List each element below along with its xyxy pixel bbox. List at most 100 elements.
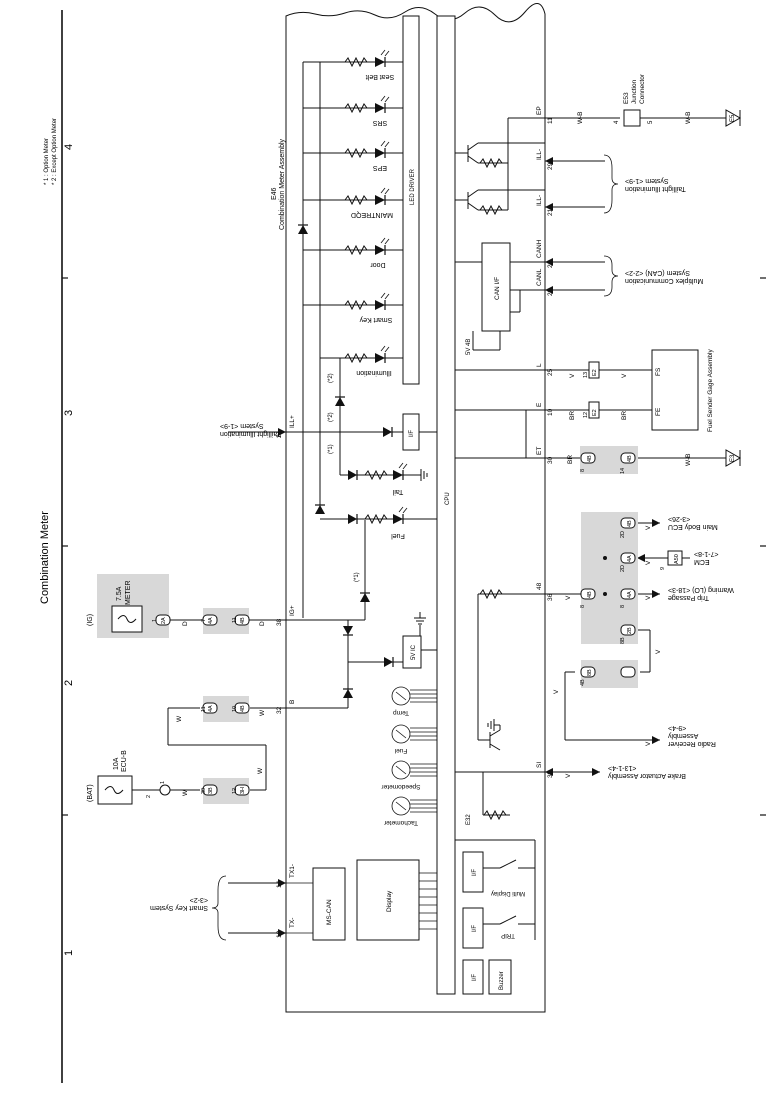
led-label-smart-key: Smart Key (359, 316, 392, 323)
led-driver-label: LED DRIVER (410, 168, 416, 205)
right-pin-labels: EP 11 ILL- 29 ILL- 21 CANH 2 CANL 23 L 2… (536, 106, 554, 778)
ground-points: E5 E3 (725, 109, 742, 467)
radio-conn-a: 4B (580, 679, 586, 686)
led-labels: Seat Belt SRS EPS MAINTREQD Door Smart K… (328, 73, 405, 582)
smart-key-system-ref: <3-2> (190, 896, 208, 903)
can-if-block: CAN I/F (481, 242, 511, 332)
left-wire-colors: D D W W W W (176, 621, 266, 796)
ecm-conn-b: 4A (627, 555, 633, 562)
led-label-srs: SRS (372, 119, 387, 126)
fuel-conn-pin-12: 12 (583, 412, 589, 418)
zone-number-2: 2 (63, 680, 75, 686)
display-block: Display (356, 859, 420, 941)
et-conn-2a: 14 (620, 468, 626, 474)
pin-canh: CANH (536, 239, 543, 258)
led-label-fuel: Fuel (391, 532, 405, 539)
pin-48-num: 36 (547, 593, 554, 601)
meter-fuse-rating: 7.5A (116, 586, 123, 601)
wire-v-fuel-2: V (621, 373, 628, 378)
pin-48: 48 (536, 582, 543, 590)
display-label: Display (386, 890, 393, 912)
right-system-labels: Taillight Illumination System <1-9> Mult… (625, 177, 703, 284)
b-conn1-a: 11 (201, 706, 207, 712)
meter-fuse-name: METER (125, 581, 132, 606)
combination-meter-assembly: E46 Combination Meter Assembly (271, 3, 546, 1013)
section-title: Combination Meter (39, 511, 51, 604)
gauge-label-fuel: Fuel (394, 747, 407, 754)
left-connector-labels: 1 2A 7 4A 11 4B 11 4A 10 4B 1 2 30 3B 12… (146, 617, 246, 798)
option-marker-2a: (*2) (328, 373, 334, 383)
note-except-option: * 2 : Except Option Meter (52, 118, 58, 185)
ecm-pin: 9 (660, 567, 666, 570)
ecu-fuse-rating: 10A (113, 757, 120, 770)
bat-fuse-conn-a: 1 (160, 781, 166, 784)
wire-v-si: V (565, 773, 572, 778)
ms-can-label: MS-CAN (326, 899, 333, 925)
pin-ep: EP (536, 106, 543, 115)
wire-v-mb: V (645, 525, 652, 530)
internal-if-blocks: I/F I/F I/F Buzzer (462, 851, 512, 995)
et-connectors: 8 4B 14 4B BR W-B (567, 446, 692, 474)
junction-name-a: Junction (631, 79, 638, 104)
fuel-sender-fs: FS (655, 367, 662, 376)
wire-v-radio-end: V (645, 741, 652, 746)
left-system-labels: Taillight Illumination System <1-9> Smar… (150, 422, 281, 941)
et-conn-1a: 8 (580, 469, 586, 472)
fuel-sender-gage: FS FE Fuel Sender Gage Assembly E2 E2 13… (569, 349, 714, 432)
wire-color-w1: W (176, 715, 183, 722)
radio-receiver-label-b: Assembly (668, 732, 699, 739)
junction-pin-5: 5 (648, 120, 654, 124)
wire-color-d1: D (182, 621, 189, 626)
wire-v-48: V (565, 595, 572, 600)
ecm-label: ECM (694, 558, 710, 565)
ig-conn2-a: 11 (232, 617, 238, 623)
wire-v-radio: V (553, 689, 560, 694)
bat-conn1-a: 30 (201, 788, 207, 794)
radio-conn-b: 8B (587, 669, 593, 676)
et-conn-2b: 4B (627, 455, 633, 462)
trip-if-label: I/F (472, 925, 478, 932)
five-v-ic-label: 5V IC (411, 644, 417, 660)
pin-et-num: 30 (547, 456, 554, 464)
pin-ig-plus-num: 38 (276, 618, 283, 626)
wire-color-w3: W (257, 767, 264, 774)
lower-right-connectors: 2D 4B 2D 4A 8 4B 8 4A 8B 2B 4B 8B A50 9 (580, 512, 683, 688)
five-v-ic-block: 5V IC (402, 635, 422, 669)
gauge-label-tachometer: Tachometer (383, 819, 418, 826)
pin-ig-plus: IG+ (289, 605, 296, 616)
pin-ill-plus: ILL+ (289, 415, 296, 428)
fuel-sender-fe: FE (655, 407, 662, 416)
multi-display-if-label: I/F (472, 869, 478, 876)
ill-minus-circuit (455, 117, 545, 211)
zone-number-4: 4 (63, 144, 75, 150)
brake-actuator-label: Brake Actuator Assembly (608, 772, 686, 779)
lower-right-system-labels: Main Body ECU <3-26> ECM <7-1-8> Trip Pa… (608, 515, 734, 779)
b-conn2-b: 4B (240, 705, 246, 712)
wire-color-w2: W (259, 709, 266, 716)
buzzer-if-label: I/F (472, 974, 478, 981)
ig-fuse-box: 7.5A METER (IG) (87, 574, 169, 638)
pin-ill-minus-1-num: 29 (547, 162, 554, 170)
et-conn-1b: 4B (587, 455, 593, 462)
v-conn-b: 2B (627, 627, 633, 634)
pin-b-num: 32 (276, 706, 283, 714)
mb-conn-a: 2D (620, 531, 626, 538)
ecm-ref: <7-1-8> (694, 550, 719, 557)
note-option-meter: * 1 : Option Meter (44, 138, 50, 185)
v-conn-a: 8B (620, 637, 626, 644)
pin-ep-num: 11 (547, 117, 554, 124)
radio-receiver-ref: <9-4> (668, 724, 686, 731)
zone-number-3: 3 (63, 410, 75, 416)
b-conn1-b: 4A (208, 705, 214, 712)
ig-fuse-conn-b: 2A (161, 617, 167, 624)
wire-v-ecm: V (645, 560, 652, 565)
multiplex-system-ref: System (CAN) <2-2> (625, 269, 690, 276)
pin-si: SI (536, 762, 543, 768)
wire-wb-1: W-B (577, 111, 584, 124)
can-wiring (455, 261, 545, 351)
fuel-sender-name: Fuel Sender Gage Assembly (707, 349, 714, 432)
meter-code: E46 (271, 187, 278, 200)
ig-fuse-conn-a: 1 (152, 619, 158, 622)
led-label-door: Door (370, 261, 386, 268)
meter-name: Combination Meter Assembly (279, 138, 286, 230)
